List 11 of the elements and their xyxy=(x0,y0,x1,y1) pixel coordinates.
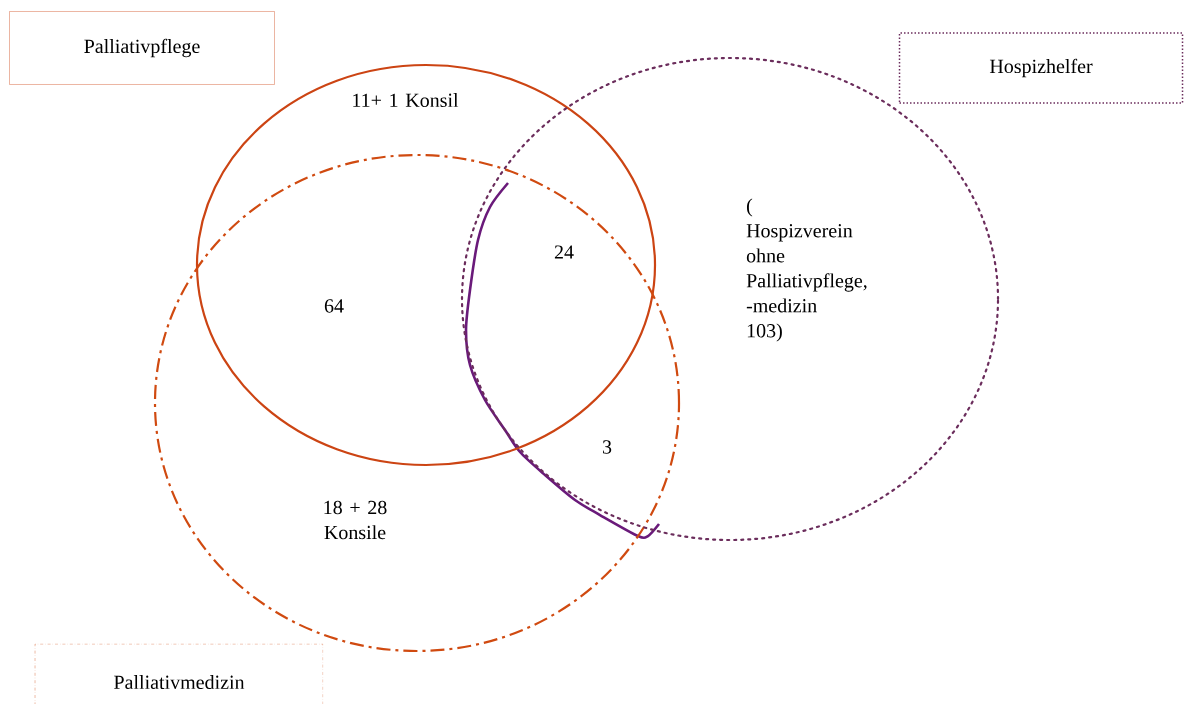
region-count: 24 xyxy=(554,245,574,259)
set-ellipse xyxy=(195,63,657,467)
region-count: ( Hospizverein ohne Palliativpflege, -medizin 103) xyxy=(746,198,867,342)
label-box: Hospizhelfer xyxy=(898,32,1184,104)
label-box: Palliativpflege xyxy=(9,11,275,85)
region-count: 3 xyxy=(602,440,612,454)
label-box: Palliativmedizin xyxy=(34,643,324,704)
region-count: 64 xyxy=(324,299,344,313)
set-ellipse xyxy=(153,153,681,653)
region-count: 11+ 1 Konsil xyxy=(353,92,459,108)
region-count: 18 + 28 Konsile xyxy=(324,500,387,540)
